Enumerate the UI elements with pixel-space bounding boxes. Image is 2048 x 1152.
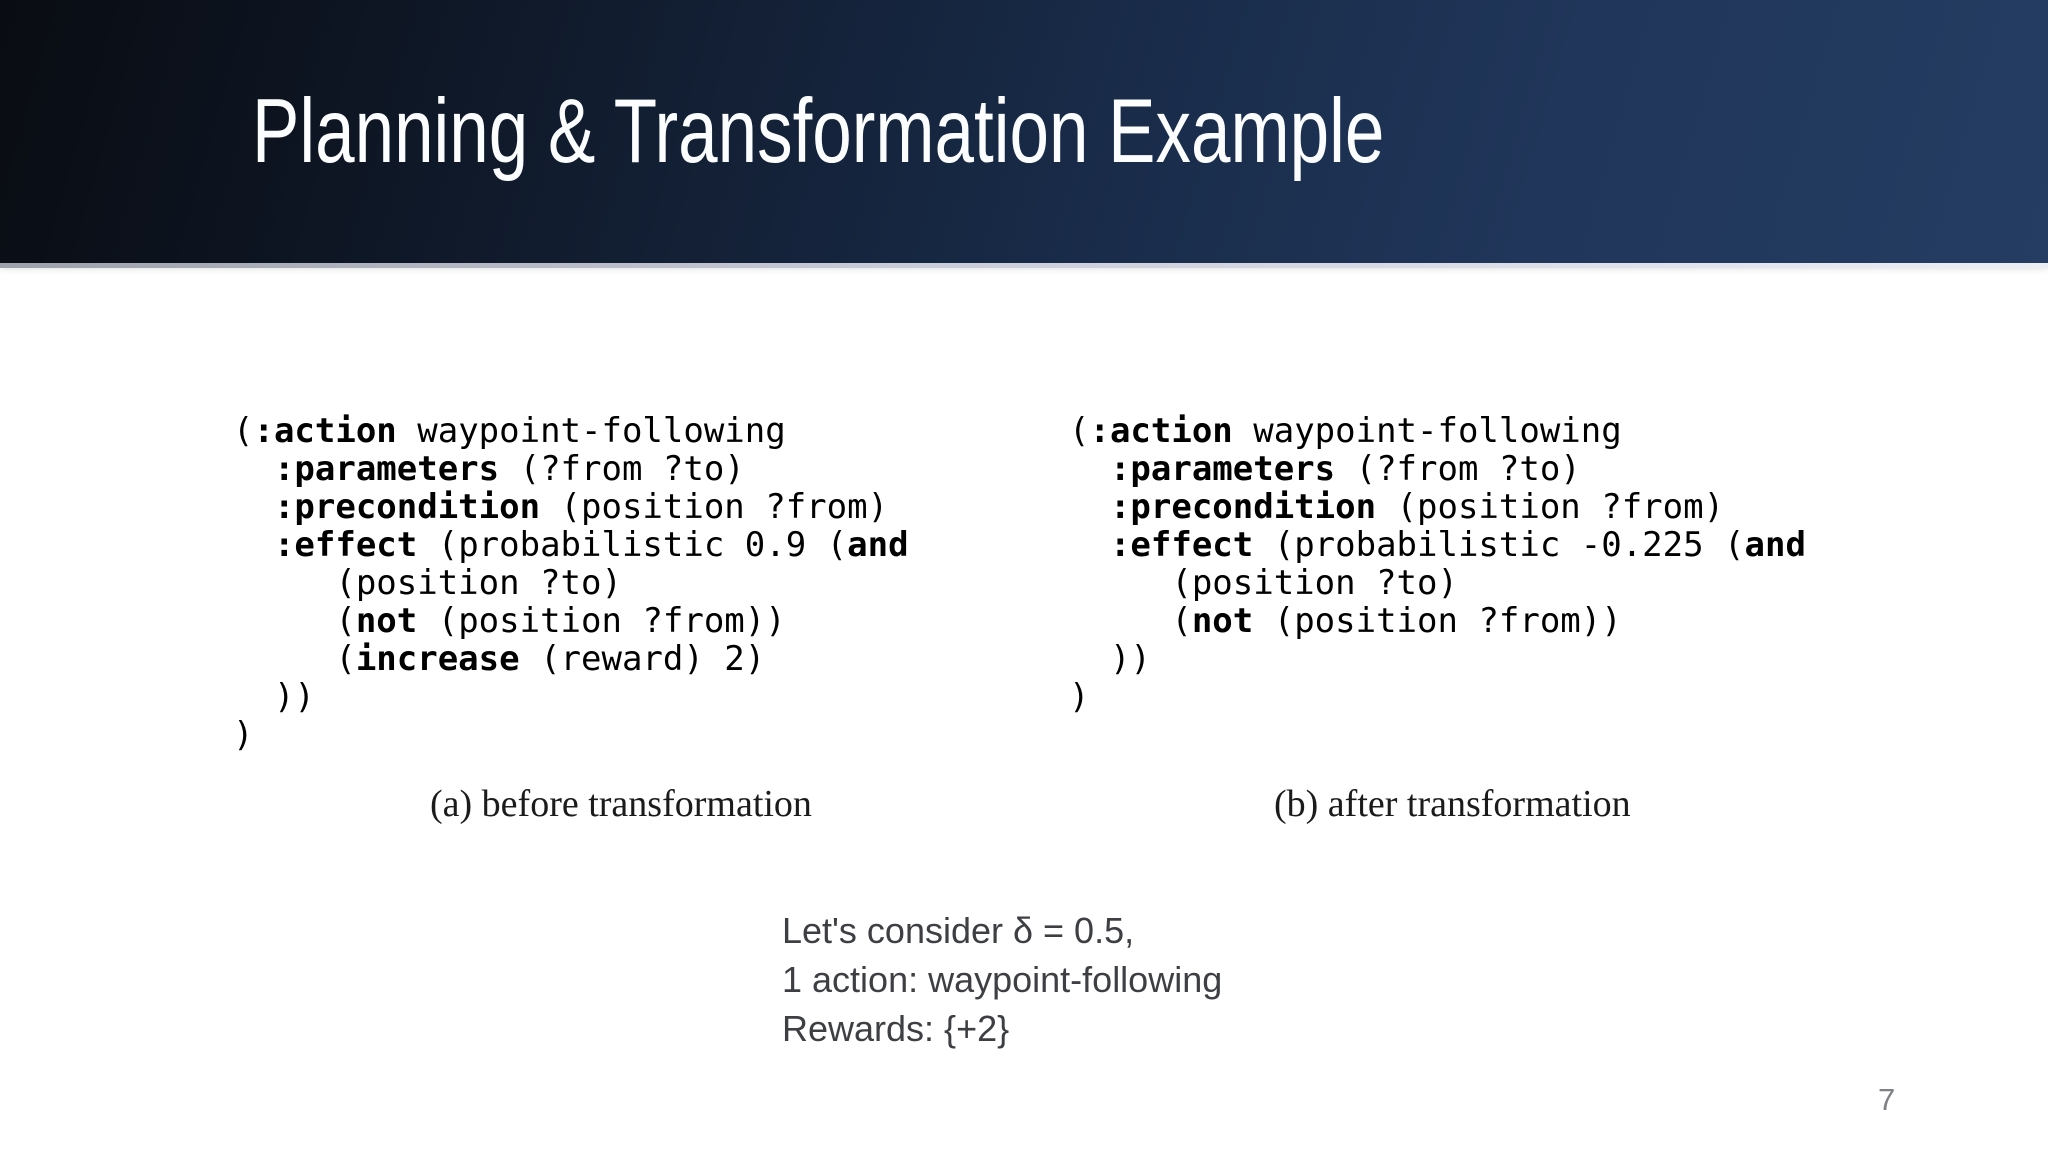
slide-title: Planning & Transformation Example	[252, 81, 1385, 182]
slide-header: Planning & Transformation Example	[0, 0, 2048, 268]
note-line-3: Rewards: {+2}	[782, 1008, 1010, 1049]
notes: Let's consider δ = 0.5, 1 action: waypoi…	[782, 906, 1222, 1053]
code-after: (:action waypoint-following :parameters …	[1069, 411, 1806, 717]
caption-before: (a) before transformation	[430, 783, 812, 825]
page-number: 7	[1878, 1082, 1896, 1117]
code-before: (:action waypoint-following :parameters …	[233, 411, 909, 755]
note-line-2: 1 action: waypoint-following	[782, 959, 1223, 1000]
caption-after: (b) after transformation	[1274, 783, 1631, 825]
note-line-1: Let's consider δ = 0.5,	[782, 910, 1135, 951]
